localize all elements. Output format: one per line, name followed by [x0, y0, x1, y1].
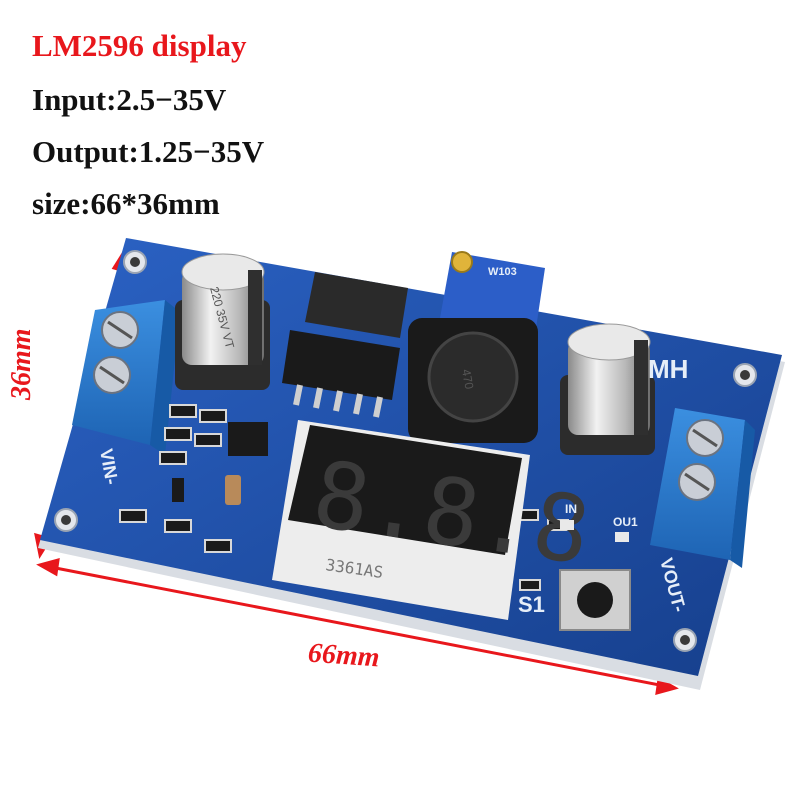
inductor-marking: 470 [459, 368, 476, 390]
brand-mark: MH [648, 354, 688, 384]
seven-segment-display: 8.8.8 3361AS [272, 420, 596, 620]
out-led [615, 532, 629, 542]
input-spec: Input:2.5−35V [32, 82, 227, 117]
product-title: LM2596 display [32, 28, 247, 63]
transistor [228, 422, 268, 456]
button-label: S1 [518, 592, 545, 617]
height-dimension-label: 36mm [6, 328, 37, 400]
out-led-label: OU1 [613, 515, 638, 529]
smd-components [119, 404, 569, 591]
output-spec: Output:1.25−35V [32, 134, 265, 169]
diode [172, 478, 184, 502]
size-spec: size:66*36mm [32, 186, 220, 221]
width-dimension-label: 66mm [307, 637, 381, 674]
left-capacitor: 220 35V VT [175, 253, 270, 390]
inductor: 470 [408, 318, 538, 443]
pot-marking: W103 [488, 266, 517, 278]
tactile-button [559, 569, 631, 631]
output-terminal-block [650, 408, 755, 568]
right-capacitor [560, 323, 655, 455]
potentiometer: W103 [440, 251, 545, 335]
tantalum-cap [225, 475, 241, 505]
in-led [560, 520, 574, 530]
regulator-ic [282, 272, 408, 418]
input-terminal-block [72, 300, 180, 455]
in-led-label: IN [565, 502, 577, 516]
